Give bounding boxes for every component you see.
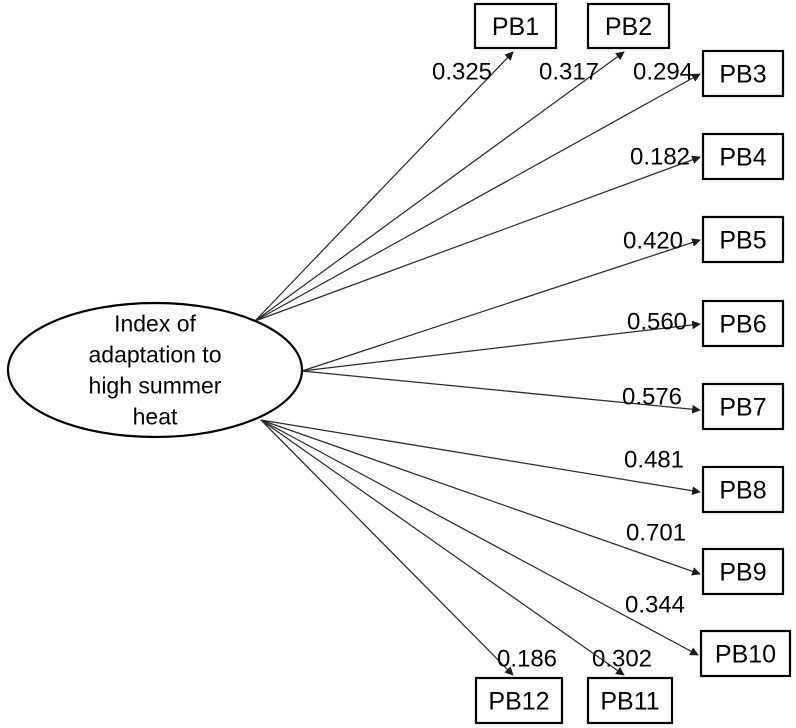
indicator-node-pb9[interactable]: PB9	[701, 547, 785, 596]
indicator-node-pb8[interactable]: PB8	[701, 465, 785, 514]
indicator-label-pb2: PB2	[605, 13, 652, 41]
indicator-box-pb2[interactable]	[586, 2, 671, 50]
indicator-node-pb1[interactable]: PB1	[473, 2, 558, 50]
indicator-label-pb9: PB9	[719, 559, 766, 587]
indicator-node-pb7[interactable]: PB7	[701, 382, 785, 431]
path-arrow-pb9	[260, 419, 701, 576]
indicator-box-pb5[interactable]	[701, 215, 785, 264]
latent-ellipse[interactable]	[6, 301, 304, 439]
path-arrow-pb2	[254, 51, 625, 322]
indicator-node-pb11[interactable]: PB11	[586, 676, 674, 725]
indicator-box-pb12[interactable]	[474, 676, 564, 725]
loading-label-pb4: 0.182	[630, 144, 690, 171]
indicator-box-pb9[interactable]	[701, 547, 785, 596]
loading-label-pb2: 0.317	[539, 59, 599, 86]
loading-label-pb11: 0.302	[592, 646, 652, 673]
loading-label-pb8: 0.481	[624, 447, 684, 474]
latent-label-line-0: Index of	[114, 311, 196, 337]
indicator-label-pb6: PB6	[719, 311, 766, 339]
indicator-label-pb3: PB3	[719, 61, 766, 89]
path-arrow-pb7	[301, 370, 701, 414]
loading-label-pb7: 0.576	[622, 384, 682, 411]
indicator-box-pb3[interactable]	[701, 49, 785, 98]
loading-label-pb10: 0.344	[625, 592, 685, 619]
indicator-label-pb4: PB4	[719, 144, 766, 172]
indicator-label-pb7: PB7	[719, 394, 766, 422]
path-arrow-pb1	[254, 51, 514, 322]
latent-label: Index of adaptation to high summer heat	[88, 311, 221, 430]
loading-label-pb6: 0.560	[627, 309, 687, 336]
indicator-label-pb1: PB1	[492, 13, 539, 41]
indicator-box-pb7[interactable]	[701, 382, 785, 431]
path-arrow-pb4	[254, 155, 701, 322]
latent-label-line-1: adaptation to	[88, 342, 221, 368]
path-arrow-pb12	[260, 419, 514, 676]
loading-labels-group: 0.325 0.317 0.294 0.182 0.420 0.560 0.576 0.481…	[432, 59, 693, 673]
indicator-node-pb12[interactable]: PB12	[474, 676, 564, 725]
loading-label-pb1: 0.325	[432, 59, 492, 86]
path-arrow-pb11	[260, 419, 625, 676]
path-arrow-pb8	[260, 419, 701, 496]
loading-label-pb3: 0.294	[633, 59, 693, 86]
indicator-node-pb3[interactable]: PB3	[701, 49, 785, 98]
indicator-node-pb10[interactable]: PB10	[699, 629, 792, 678]
indicator-label-pb10: PB10	[715, 641, 776, 669]
indicator-box-pb10[interactable]	[699, 629, 792, 678]
path-arrow-pb3	[254, 73, 701, 322]
indicator-node-pb4[interactable]: PB4	[701, 132, 785, 181]
path-arrow-pb10	[260, 419, 699, 656]
indicator-node-pb5[interactable]: PB5	[701, 215, 785, 264]
indicator-label-pb11: PB11	[600, 688, 659, 716]
path-arrow-pb5	[301, 238, 701, 372]
path-arrows-group	[254, 51, 701, 676]
indicator-box-pb1[interactable]	[473, 2, 558, 50]
indicator-box-pb4[interactable]	[701, 132, 785, 181]
indicator-label-pb5: PB5	[719, 227, 766, 255]
indicator-label-pb8: PB8	[719, 477, 766, 505]
latent-label-line-2: high summer	[89, 373, 222, 399]
indicator-box-pb8[interactable]	[701, 465, 785, 514]
latent-variable-node[interactable]: Index of adaptation to high summer heat	[6, 301, 304, 439]
indicator-box-pb6[interactable]	[701, 299, 785, 348]
indicator-node-pb6[interactable]: PB6	[701, 299, 785, 348]
loading-label-pb9: 0.701	[626, 520, 686, 547]
loading-label-pb12: 0.186	[497, 646, 557, 673]
indicator-box-pb11[interactable]	[586, 676, 674, 725]
indicator-node-pb2[interactable]: PB2	[586, 2, 671, 50]
path-arrow-pb6	[301, 320, 701, 372]
loading-label-pb5: 0.420	[623, 228, 683, 255]
latent-label-line-3: heat	[133, 404, 178, 430]
indicator-label-pb12: PB12	[488, 688, 549, 716]
